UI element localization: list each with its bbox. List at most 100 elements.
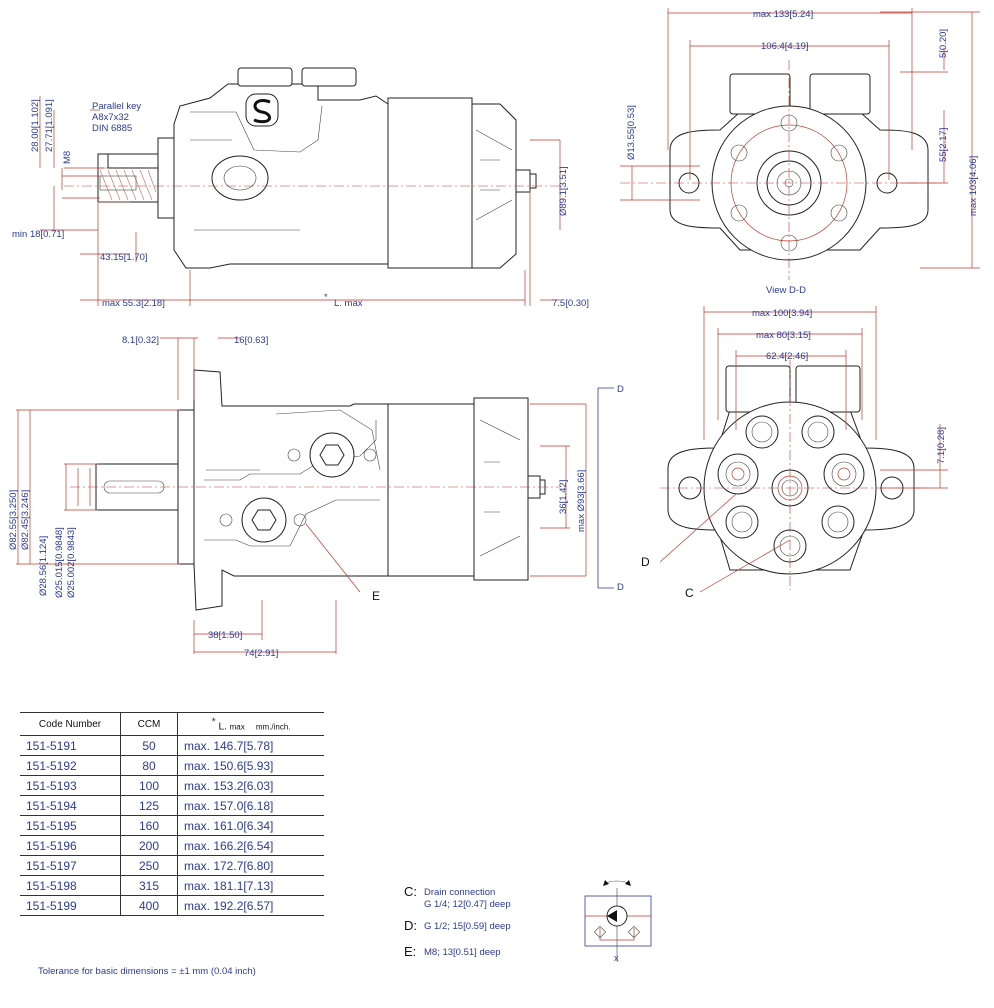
dim-min-18: min 18[0.71] xyxy=(12,229,64,240)
cell-ccm: 50 xyxy=(120,735,178,756)
dim-max-80: max 80[3.15] xyxy=(756,330,811,341)
dim-dia-82-55: Ø82.55[3.250] xyxy=(8,490,19,550)
dim-74: 74[2.91] xyxy=(244,648,278,659)
dim-106-4: 106.4[4.19] xyxy=(761,41,809,52)
dim-36: 36[1.42] xyxy=(558,480,569,514)
cell-lmax: max. 166.2[6.54] xyxy=(177,835,324,856)
thread-m8: M8 xyxy=(62,151,73,164)
dim-43-15: 43.15[1.70] xyxy=(100,252,148,263)
dim-7-1: 7.1[0.28] xyxy=(936,427,947,464)
header-ccm: CCM xyxy=(120,712,178,736)
note-c-text: Drain connection G 1/4; 12[0.47] deep xyxy=(424,887,511,910)
cell-code-number: 151-5193 xyxy=(20,775,121,796)
cell-code-number: 151-5198 xyxy=(20,875,121,896)
cell-ccm: 125 xyxy=(120,795,178,816)
header-lmax: * L. max mm./inch. xyxy=(177,712,324,736)
note-c-letter: C: xyxy=(404,884,417,899)
cell-lmax: max. 150.6[5.93] xyxy=(177,755,324,776)
note-d-text: G 1/2; 15[0.59] deep xyxy=(424,921,511,932)
cell-code-number: 151-5199 xyxy=(20,895,121,916)
cell-lmax: max. 161.0[6.34] xyxy=(177,815,324,836)
dim-dia-13-55: Ø13.55[0.53] xyxy=(626,105,637,160)
cell-ccm: 250 xyxy=(120,855,178,876)
end-view-dd: max 133[5.24] 106.4[4.19] 5[0.20] Ø13.55… xyxy=(620,8,980,296)
cell-code-number: 151-5192 xyxy=(20,755,121,776)
dim-28-00: 28.00[1.102] xyxy=(30,99,41,152)
side-view: 8.1[0.32] 16[0.63] Ø82.55[3.250] Ø82.45[… xyxy=(8,335,624,659)
section-d-top: D xyxy=(617,384,624,395)
dim-max-103: max 103[4.06] xyxy=(968,156,979,216)
dim-8-1: 8.1[0.32] xyxy=(122,335,159,346)
header-code-number: Code Number xyxy=(20,712,121,736)
dim-max-133: max 133[5.24] xyxy=(753,9,813,20)
key-note-line-2: A8x7x32 xyxy=(92,112,129,123)
dim-l-max: L. max xyxy=(334,298,363,309)
port-view: max 100[3.94] max 80[3.15] 62.4[2.46] 7.… xyxy=(641,306,948,600)
dim-max-93: max Ø93[3.66] xyxy=(576,470,587,532)
note-e-letter: E: xyxy=(404,944,417,959)
cell-code-number: 151-5191 xyxy=(20,735,121,756)
dim-16: 16[0.63] xyxy=(234,335,268,346)
spec-table: Code Number CCM * L. max mm./inch. 151-5… xyxy=(20,712,324,916)
cell-code-number: 151-5194 xyxy=(20,795,121,816)
section-d-bottom: D xyxy=(617,582,624,593)
label-e: E xyxy=(372,589,380,603)
cell-lmax: max. 153.2[6.03] xyxy=(177,775,324,796)
key-note-line-1: Parallel key xyxy=(92,101,141,112)
dim-dia-25-002: Ø25.002[0.9843] xyxy=(66,527,77,598)
cell-ccm: 200 xyxy=(120,835,178,856)
label-d: D xyxy=(641,555,650,569)
key-note-line-3: DIN 6885 xyxy=(92,123,132,134)
cell-lmax: max. 192.2[6.57] xyxy=(177,895,324,916)
cell-lmax: max. 181.1[7.13] xyxy=(177,875,324,896)
cell-lmax: max. 146.7[5.78] xyxy=(177,735,324,756)
dim-5: 5[0.20] xyxy=(938,29,949,58)
cell-code-number: 151-5196 xyxy=(20,835,121,856)
dim-dia-28-56: Ø28.56[1.124] xyxy=(38,536,49,596)
cell-lmax: max. 172.7[6.80] xyxy=(177,855,324,876)
cell-ccm: 160 xyxy=(120,815,178,836)
dim-7-5: 7.5[0.30] xyxy=(552,298,589,309)
note-e-text: M8; 13[0.51] deep xyxy=(424,947,501,958)
hydraulic-motor-symbol: x xyxy=(584,880,652,964)
dim-max-55-3: max 55.3[2.18] xyxy=(102,298,165,309)
dim-max-100: max 100[3.94] xyxy=(752,308,812,319)
dim-dia-89-1: Ø89.1[3.51] xyxy=(558,166,569,216)
header-star: * xyxy=(211,715,216,728)
cell-lmax: max. 157.0[6.18] xyxy=(177,795,324,816)
top-view: Parallel key A8x7x32 DIN 6885 28.00[1.10… xyxy=(12,67,589,309)
view-dd-caption: View D-D xyxy=(766,285,806,296)
cell-ccm: 80 xyxy=(120,755,178,776)
header-lmax-sub: max xyxy=(229,722,245,732)
header-lmax-l: L. xyxy=(218,721,227,733)
cell-code-number: 151-5197 xyxy=(20,855,121,876)
dim-dia-25-015: Ø25.015[0.9848] xyxy=(54,527,65,598)
dim-star: * xyxy=(324,292,328,303)
cell-ccm: 400 xyxy=(120,895,178,916)
cell-ccm: 100 xyxy=(120,775,178,796)
dim-38: 38[1.50] xyxy=(208,630,242,641)
table-header-row: Code Number CCM * L. max mm./inch. xyxy=(20,712,324,736)
header-units: mm./inch. xyxy=(255,722,291,732)
dim-27-71: 27.71[1.091] xyxy=(44,99,55,152)
dim-55: 55[2.17] xyxy=(938,128,949,162)
symbol-drain-x: x xyxy=(614,953,619,964)
note-d-letter: D: xyxy=(404,918,417,933)
dim-62-4: 62.4[2.46] xyxy=(766,351,808,362)
cell-ccm: 315 xyxy=(120,875,178,896)
dim-dia-82-45: Ø82.45[3.246] xyxy=(20,490,31,550)
tolerance-note: Tolerance for basic dimensions = ±1 mm (… xyxy=(38,966,256,977)
cell-code-number: 151-5195 xyxy=(20,815,121,836)
label-c: C xyxy=(685,586,694,600)
